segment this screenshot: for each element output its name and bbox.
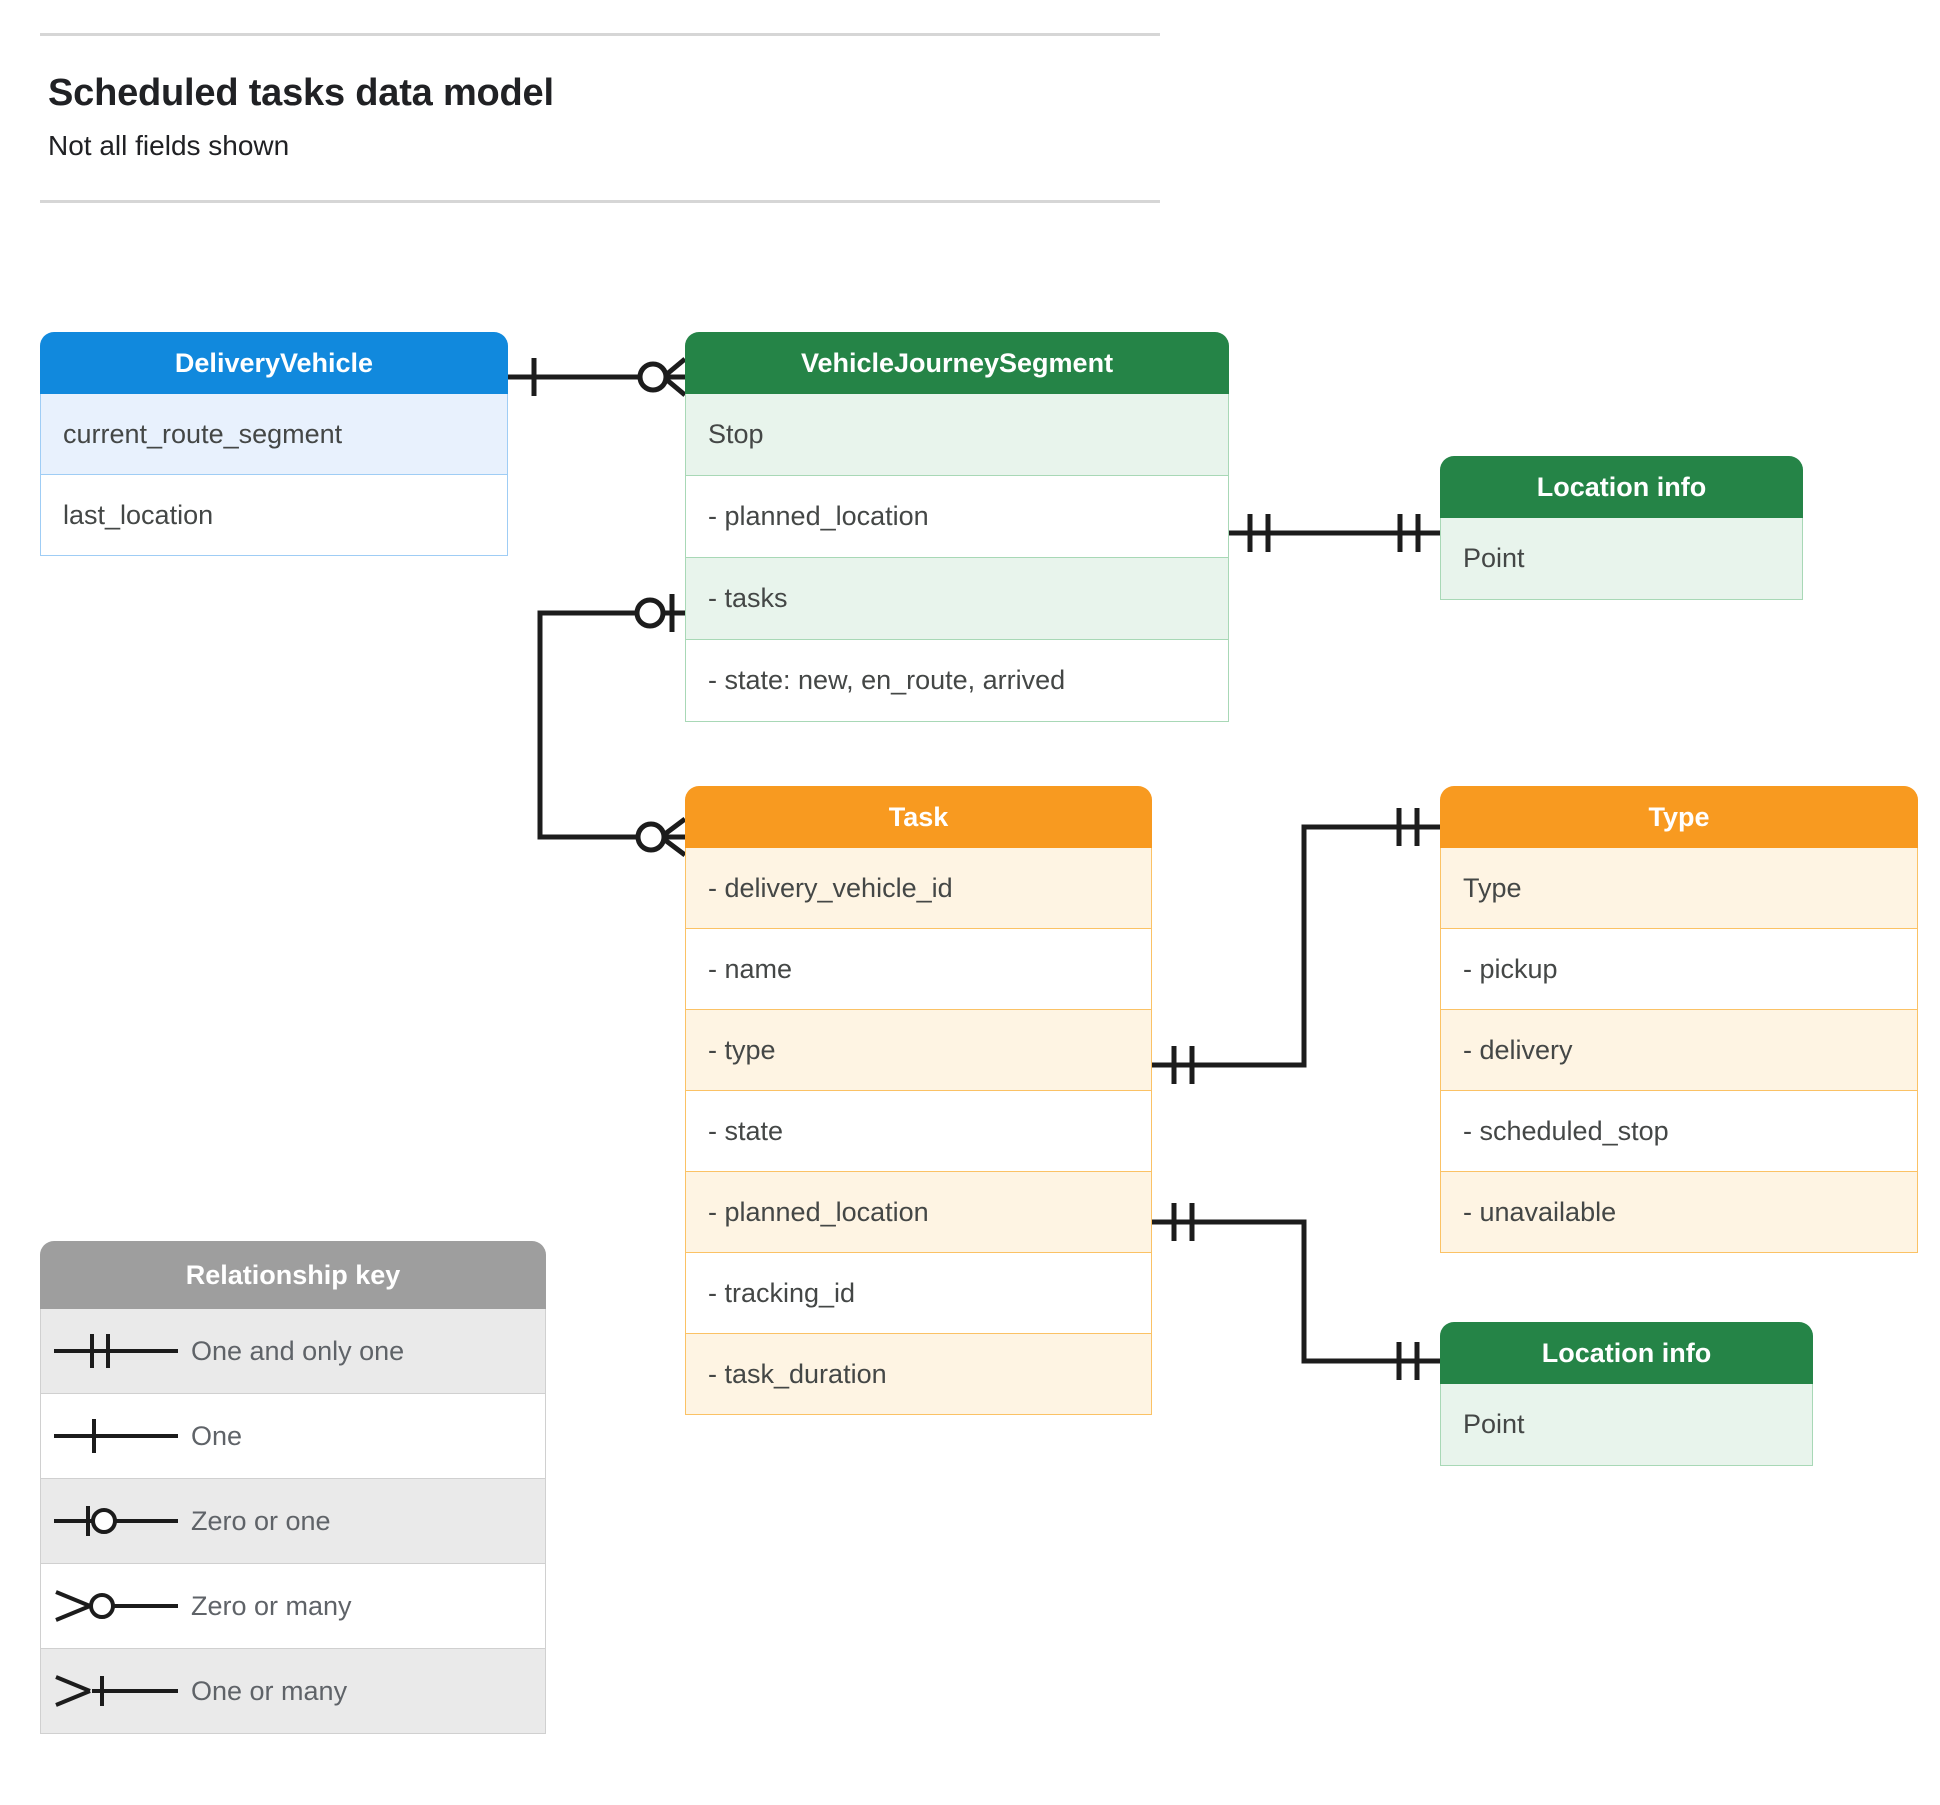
entity-type[interactable]: Type Type - pickup - delivery - schedule… <box>1440 786 1918 1253</box>
field-location-info-bottom-point[interactable]: Point <box>1440 1384 1813 1466</box>
zero-or-one-icon <box>41 1498 191 1544</box>
zero-or-many-icon <box>41 1583 191 1629</box>
header-divider-top <box>40 33 1160 36</box>
one-and-only-one-icon <box>41 1328 191 1374</box>
entity-location-info-bottom[interactable]: Location info Point <box>1440 1322 1813 1466</box>
legend-title: Relationship key <box>40 1241 546 1309</box>
one-icon <box>41 1413 191 1459</box>
legend-item-label: One <box>191 1420 243 1451</box>
page-title: Scheduled tasks data model <box>48 72 554 114</box>
legend-item-label: One or many <box>191 1675 348 1706</box>
entity-task[interactable]: Task - delivery_vehicle_id - name - type… <box>685 786 1152 1415</box>
field-type-scheduled-stop[interactable]: - scheduled_stop <box>1440 1091 1918 1172</box>
legend-item-label: One and only one <box>191 1335 405 1366</box>
legend-relationship-key: Relationship key One and only one <box>40 1241 546 1734</box>
field-task-name[interactable]: - name <box>685 929 1152 1010</box>
entity-location-info-top-title: Location info <box>1440 456 1803 518</box>
field-location-info-top-point[interactable]: Point <box>1440 518 1803 600</box>
entity-location-info-top[interactable]: Location info Point <box>1440 456 1803 600</box>
legend-item-one: One <box>40 1394 546 1479</box>
entity-delivery-vehicle-title: DeliveryVehicle <box>40 332 508 394</box>
field-vjs-planned-location[interactable]: - planned_location <box>685 476 1229 558</box>
field-stop[interactable]: Stop <box>685 394 1229 476</box>
field-type-pickup[interactable]: - pickup <box>1440 929 1918 1010</box>
entity-delivery-vehicle[interactable]: DeliveryVehicle current_route_segment la… <box>40 332 508 556</box>
field-task-type[interactable]: - type <box>685 1010 1152 1091</box>
field-task-tracking-id[interactable]: - tracking_id <box>685 1253 1152 1334</box>
field-task-planned-location[interactable]: - planned_location <box>685 1172 1152 1253</box>
legend-item-zero-or-many: Zero or many <box>40 1564 546 1649</box>
field-vjs-tasks[interactable]: - tasks <box>685 558 1229 640</box>
entity-vehicle-journey-segment[interactable]: VehicleJourneySegment Stop - planned_loc… <box>685 332 1229 722</box>
page-subtitle: Not all fields shown <box>48 130 290 161</box>
entity-vehicle-journey-segment-title: VehicleJourneySegment <box>685 332 1229 394</box>
field-last-location[interactable]: last_location <box>40 475 508 556</box>
field-task-delivery-vehicle-id[interactable]: - delivery_vehicle_id <box>685 848 1152 929</box>
legend-item-label: Zero or many <box>191 1590 352 1621</box>
one-or-many-icon <box>41 1668 191 1714</box>
legend-item-one-or-many: One or many <box>40 1649 546 1734</box>
legend-item-one-and-only-one: One and only one <box>40 1309 546 1394</box>
entity-type-title: Type <box>1440 786 1918 848</box>
field-vjs-state[interactable]: - state: new, en_route, arrived <box>685 640 1229 722</box>
field-task-state[interactable]: - state <box>685 1091 1152 1172</box>
entity-task-title: Task <box>685 786 1152 848</box>
field-type-delivery[interactable]: - delivery <box>1440 1010 1918 1091</box>
field-type-header-row[interactable]: Type <box>1440 848 1918 929</box>
legend-item-zero-or-one: Zero or one <box>40 1479 546 1564</box>
field-type-unavailable[interactable]: - unavailable <box>1440 1172 1918 1253</box>
entity-location-info-bottom-title: Location info <box>1440 1322 1813 1384</box>
header-divider-bottom <box>40 200 1160 203</box>
legend-item-label: Zero or one <box>191 1505 331 1536</box>
field-task-task-duration[interactable]: - task_duration <box>685 1334 1152 1415</box>
field-current-route-segment[interactable]: current_route_segment <box>40 394 508 475</box>
